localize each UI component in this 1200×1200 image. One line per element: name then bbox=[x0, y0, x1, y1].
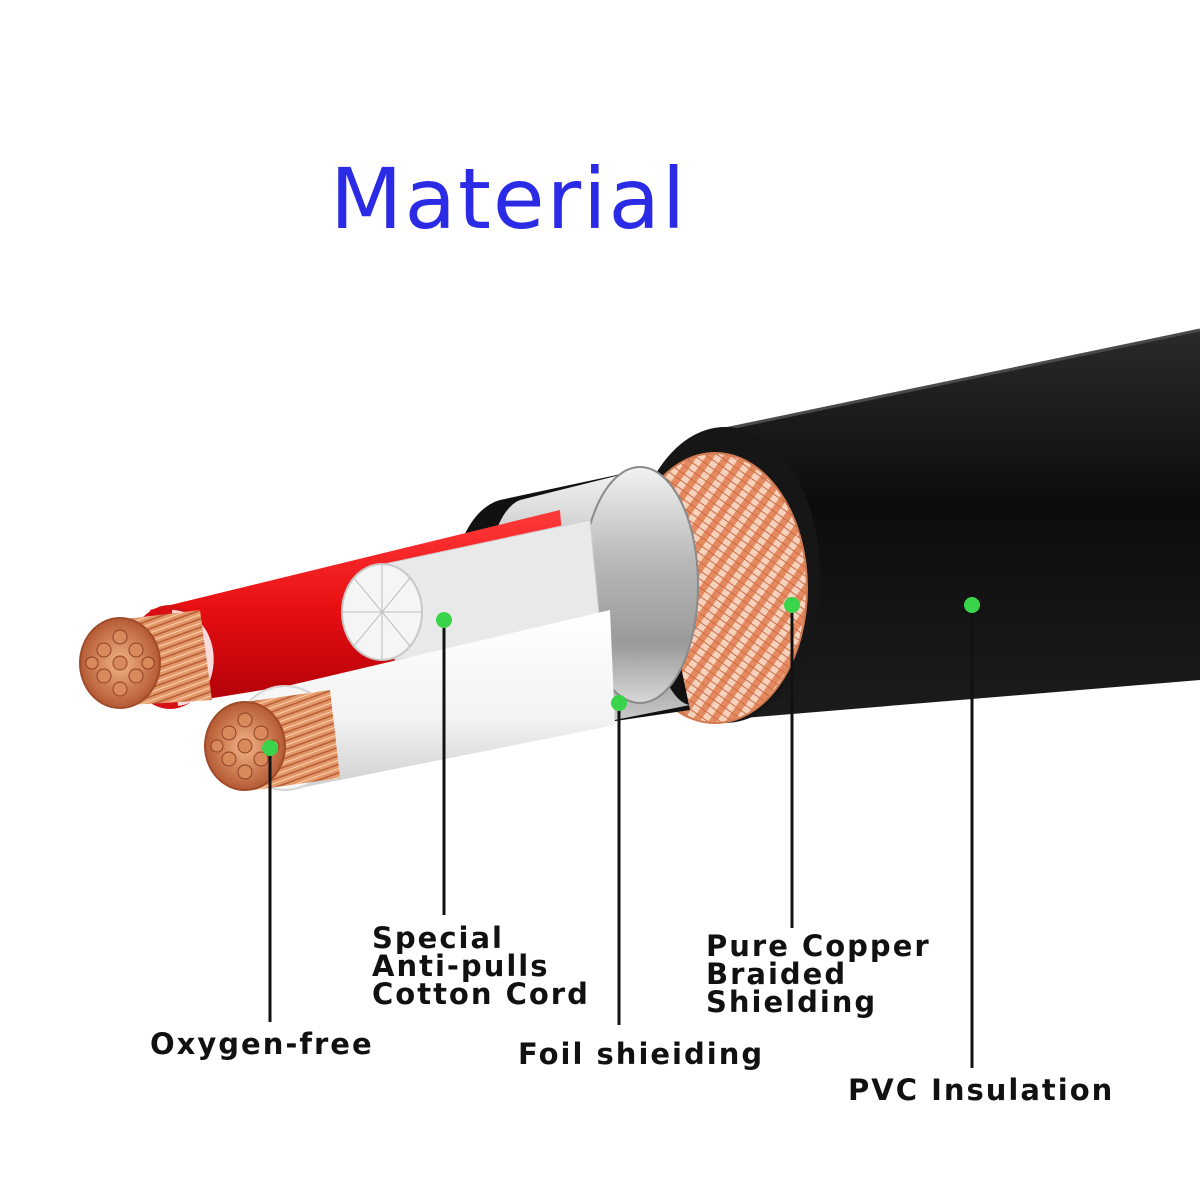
marker-oxygen-free bbox=[262, 740, 278, 756]
label-foil: Foil shieiding bbox=[518, 1037, 765, 1071]
label-cotton-cord-line: Special bbox=[372, 921, 504, 955]
label-cotton-cord-line: Anti-pulls bbox=[372, 949, 550, 983]
label-braid: Pure Copper Braided Shielding bbox=[706, 929, 931, 1019]
marker-braid bbox=[784, 597, 800, 613]
label-pvc: PVC Insulation bbox=[848, 1073, 1115, 1107]
label-cotton-cord-line: Cotton Cord bbox=[372, 977, 590, 1011]
label-braid-line: Pure Copper bbox=[706, 929, 931, 963]
marker-pvc bbox=[964, 597, 980, 613]
copper-strands-white bbox=[204, 690, 340, 791]
label-cotton-cord: Special Anti-pulls Cotton Cord bbox=[372, 921, 590, 1011]
markers bbox=[262, 597, 980, 756]
copper-strands-red bbox=[79, 610, 212, 709]
marker-cotton-cord bbox=[436, 612, 452, 628]
label-oxygen-free: Oxygen-free bbox=[150, 1027, 374, 1061]
cotton-cord bbox=[341, 519, 601, 661]
leader-lines bbox=[268, 605, 974, 1068]
label-braid-line: Shielding bbox=[706, 985, 878, 1019]
label-braid-line: Braided bbox=[706, 957, 848, 991]
marker-foil bbox=[611, 695, 627, 711]
page-title: Material bbox=[330, 150, 688, 248]
